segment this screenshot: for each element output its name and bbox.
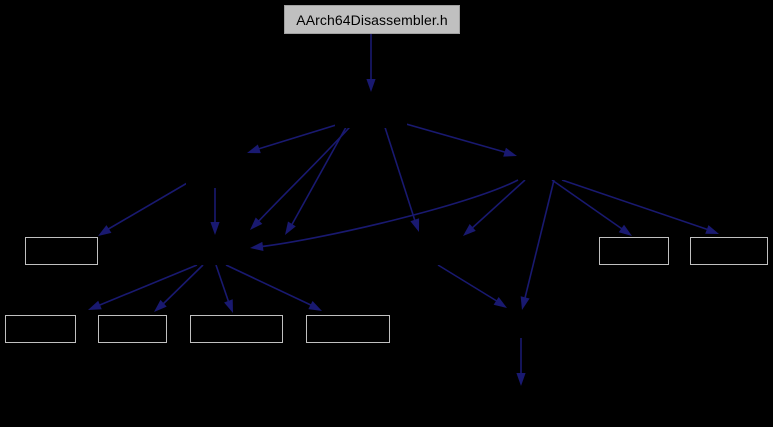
graph-node[interactable]	[186, 160, 258, 188]
graph-node[interactable]	[177, 237, 250, 265]
graph-edge	[391, 119, 509, 154]
graph-node[interactable]	[520, 152, 592, 180]
edges-group	[94, 34, 713, 379]
graph-edge-arrowhead	[705, 225, 719, 234]
graph-node[interactable]	[98, 315, 167, 343]
graph-edge	[225, 264, 316, 308]
graph-edge-arrowhead	[516, 373, 526, 386]
graph-edge-arrowhead	[493, 297, 507, 308]
graph-edge-arrowhead	[520, 296, 530, 310]
graph-edge	[469, 179, 526, 231]
graph-edge-arrowhead	[88, 300, 102, 310]
graph-edge	[215, 264, 231, 307]
graph-edge-arrowhead	[308, 300, 322, 311]
graph-node[interactable]	[396, 237, 469, 265]
graph-node[interactable]	[487, 310, 557, 338]
graph-edge	[255, 118, 358, 225]
graph-node-root[interactable]: AArch64Disassembler.h	[284, 5, 460, 34]
graph-edge-arrowhead	[503, 147, 517, 157]
graph-node[interactable]	[306, 315, 390, 343]
graph-node[interactable]	[599, 237, 669, 265]
graph-edge	[159, 264, 204, 308]
graph-edge-arrowhead	[98, 225, 112, 236]
graph-edge	[561, 179, 713, 232]
graph-node[interactable]	[25, 237, 98, 265]
graph-node[interactable]	[5, 315, 76, 343]
graph-edge	[523, 179, 555, 303]
graph-node-label: AArch64Disassembler.h	[296, 12, 448, 27]
graph-edge-arrowhead	[366, 79, 376, 92]
graph-edge	[289, 119, 351, 229]
graph-node[interactable]	[335, 100, 407, 128]
graph-edge	[551, 179, 626, 232]
graph-edge	[257, 179, 519, 248]
graph-node[interactable]	[190, 315, 283, 343]
graph-edge	[381, 117, 417, 225]
graph-edge-arrowhead	[154, 299, 167, 312]
graph-edge-arrowhead	[247, 144, 261, 154]
graph-edge-arrowhead	[210, 222, 220, 235]
graph-edge-arrowhead	[618, 224, 632, 236]
graph-edge-arrowhead	[410, 218, 420, 232]
graph-edge	[94, 264, 198, 308]
graph-edge-arrowhead	[285, 221, 296, 235]
graph-node[interactable]	[690, 237, 768, 265]
graph-node[interactable]	[487, 392, 557, 420]
graph-edge-arrowhead	[463, 223, 476, 236]
graph-edge-arrowhead	[250, 241, 264, 251]
graph-edge	[437, 264, 501, 304]
graph-edge-arrowhead	[224, 299, 233, 313]
graph-edge-arrowhead	[250, 217, 263, 230]
